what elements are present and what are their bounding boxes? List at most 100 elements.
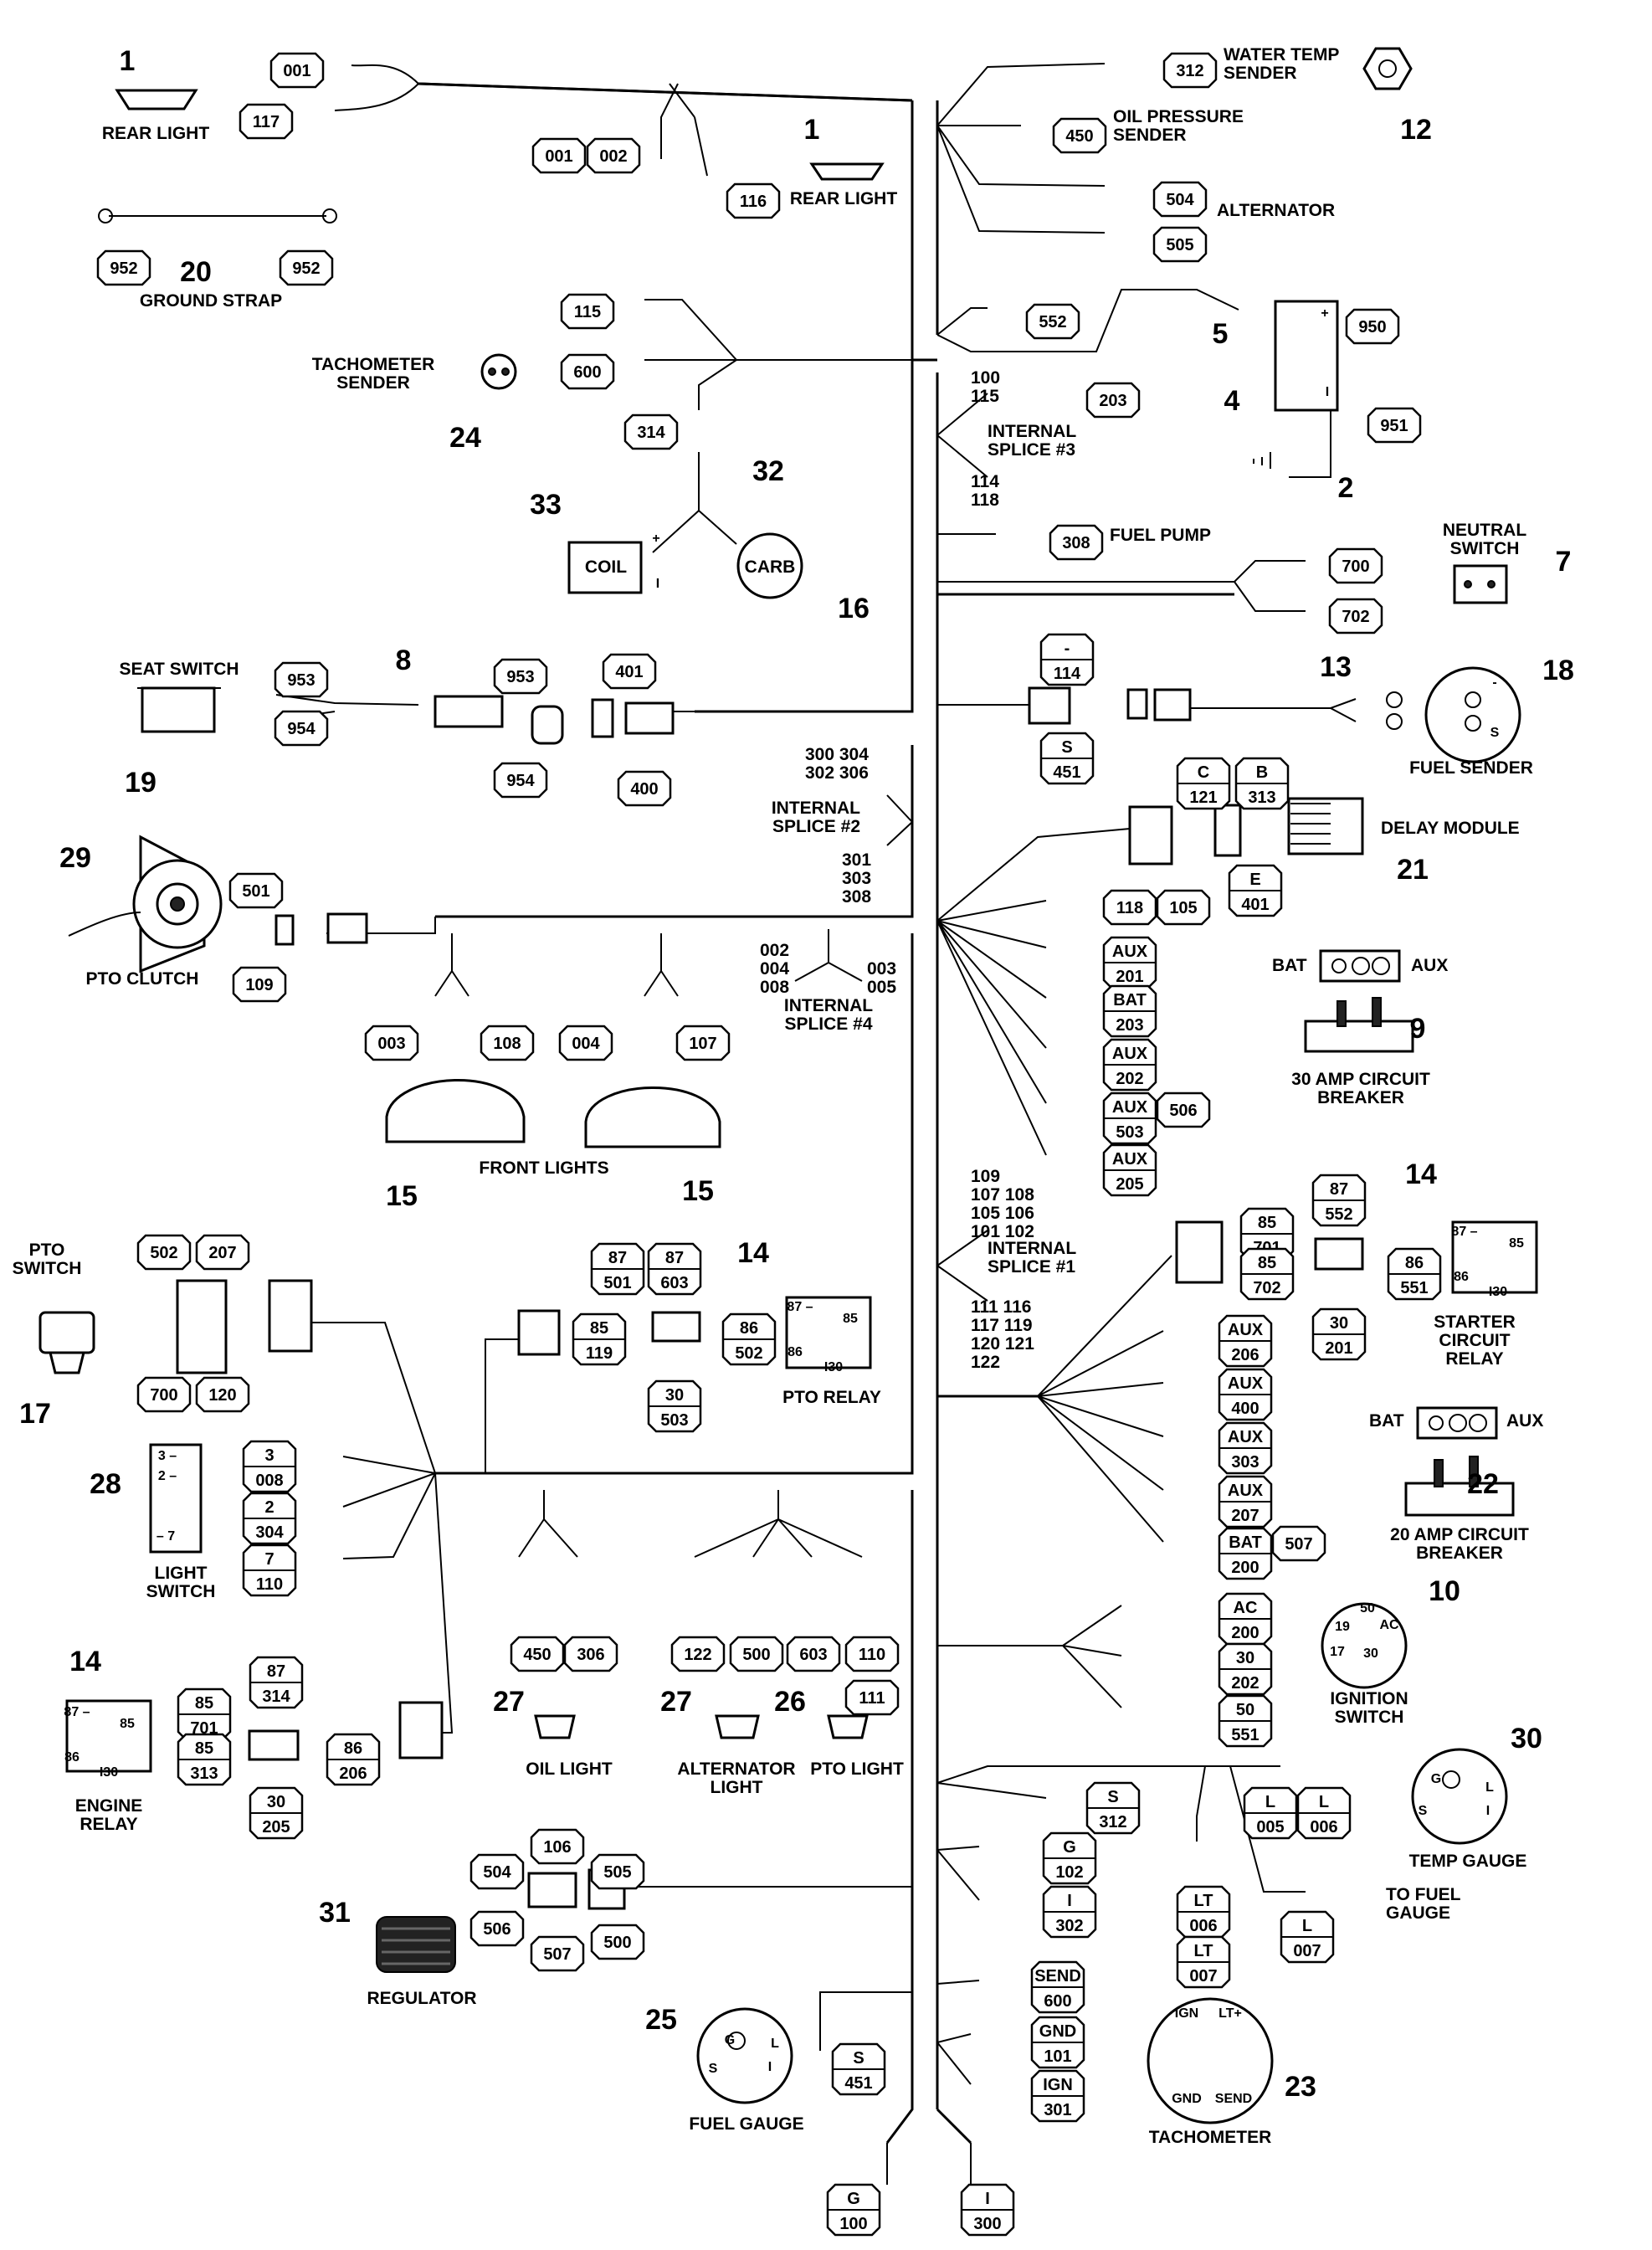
terminal-marking: – 7 (156, 1529, 175, 1544)
terminal-label: 85 (590, 1319, 608, 1338)
wire-number-label: 206 (1231, 1346, 1259, 1364)
wire-tag: 954 (493, 762, 548, 799)
component-label-line: STARTER (1434, 1312, 1516, 1332)
wire-number-label: 007 (1189, 1967, 1217, 1985)
component-label-line: REAR LIGHT (790, 189, 898, 208)
terminal-wire-tag: -114 (1039, 633, 1095, 686)
terminal-marking: 19 (1335, 1620, 1350, 1634)
wire-tag-label: 105 (1169, 899, 1197, 917)
component-label-line: INTERNAL (988, 1239, 1076, 1258)
component-label-line: AUX (1411, 956, 1448, 975)
wire-tag-label: 401 (615, 663, 643, 681)
wire-number-label: 201 (1325, 1339, 1352, 1358)
wire-number-label: 101 (1044, 2047, 1071, 2066)
component-label: FUEL GAUGE (689, 2114, 803, 2134)
wire-tag: 603 (786, 1636, 841, 1672)
wire-tag: 700 (1328, 547, 1383, 584)
callout-number: 13 (1320, 651, 1352, 683)
component-label-line: RELAY (1445, 1349, 1503, 1369)
component-label-line: 120 121 (971, 1334, 1034, 1354)
callout-number: 28 (90, 1468, 121, 1500)
seat-switch-connectors (434, 695, 675, 745)
terminal-label: 30 (1330, 1314, 1348, 1333)
wire-tag-label: 700 (1342, 557, 1369, 576)
pto-relay-socket (517, 1296, 872, 1369)
component-label-line: SENDER (336, 373, 410, 393)
terminal-marking: I30 (100, 1765, 118, 1780)
component-label-line: TACHOMETER (1149, 2128, 1272, 2147)
terminal-label: AUX (1228, 1321, 1264, 1339)
callout-number: 27 (493, 1686, 525, 1718)
component-label-line: 005 (867, 978, 896, 997)
terminal-marking: LT+ (1218, 2006, 1242, 2021)
wire-tag-label: 312 (1176, 62, 1203, 80)
wire-number-label: 702 (1253, 1279, 1280, 1297)
terminal-marking: AC (1379, 1618, 1399, 1632)
component-label-line: SPLICE #3 (988, 440, 1075, 460)
callout-number: 2 (1338, 472, 1354, 504)
fuel-sender-part (1386, 666, 1521, 763)
terminal-label: 87 (1330, 1180, 1348, 1199)
terminal-label: S (853, 2049, 864, 2068)
wire-number-label: 304 (255, 1523, 284, 1542)
wire-tag-label: 001 (283, 62, 310, 80)
terminal-marking: 85 (843, 1312, 858, 1326)
component-label-line: 002 (760, 941, 789, 960)
engine-relay-socket (65, 1699, 444, 1773)
terminal-marking: 85 (1509, 1236, 1524, 1251)
wire-tag: 507 (530, 1935, 585, 1972)
component-label-line: 30 AMP CIRCUIT (1291, 1070, 1430, 1089)
component-label-line: NEUTRAL (1443, 521, 1526, 540)
wire-tag-label: 122 (684, 1646, 711, 1664)
wire-number-label: 205 (262, 1818, 290, 1836)
delay-module-part (1128, 797, 1364, 866)
wire-tag: 502 (136, 1234, 192, 1271)
callout-number: 33 (530, 489, 562, 521)
callout-number: 18 (1542, 655, 1574, 686)
callout-number: 21 (1397, 854, 1429, 886)
wire-number-label: 302 (1055, 1917, 1083, 1935)
wire-tag-label: 501 (242, 882, 269, 901)
terminal-marking: S (1419, 1804, 1428, 1818)
component-label-line: ENGINE (75, 1796, 143, 1816)
component-label-line: LIGHT (155, 1564, 208, 1583)
carburetor (736, 532, 803, 599)
wire-number-label: 200 (1231, 1624, 1259, 1642)
terminal-label: 86 (740, 1319, 758, 1338)
component-label-line: WATER TEMP (1224, 45, 1339, 64)
component-label-line: 117 119 (971, 1316, 1033, 1335)
pto-switch-part (38, 1311, 95, 1374)
wire-number-label: 201 (1116, 968, 1143, 986)
pto-clutch-part (68, 835, 368, 973)
wire-tag: 600 (560, 353, 615, 390)
wire-number-label: 102 (1055, 1863, 1083, 1882)
terminal-marking: I (768, 2060, 772, 2074)
terminal-label: 85 (1258, 1254, 1276, 1272)
wire-tag-label: 207 (208, 1244, 236, 1262)
wire-tag-label: 502 (150, 1244, 177, 1262)
callout-number: 20 (180, 256, 212, 288)
terminal-label: L (1265, 1793, 1275, 1811)
terminal-label: IGN (1043, 2076, 1073, 2094)
terminal-marking: S (709, 2062, 718, 2076)
wire-number-label: 203 (1116, 1016, 1143, 1035)
wire-tag-label: 118 (1116, 899, 1143, 917)
wire-tag-label: 203 (1099, 392, 1126, 410)
wire-tag: 203 (1085, 382, 1141, 419)
wire-tag: 504 (469, 1853, 525, 1890)
wire-tag: 951 (1367, 407, 1422, 444)
